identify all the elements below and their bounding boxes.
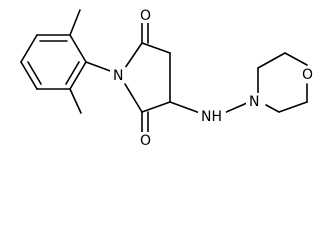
atom-background bbox=[110, 67, 126, 83]
double-bond-inner bbox=[65, 61, 80, 85]
bond bbox=[284, 52, 308, 66]
bond bbox=[69, 61, 87, 90]
bond bbox=[20, 61, 38, 90]
atom-background bbox=[299, 66, 315, 82]
bond-c3-nh bbox=[169, 101, 201, 114]
atom-background bbox=[198, 108, 226, 124]
succinimide-ring bbox=[124, 42, 171, 113]
bond-nh-n bbox=[223, 102, 248, 114]
bond bbox=[141, 42, 171, 54]
atom-o-top: O bbox=[140, 8, 151, 24]
atom-n-imide: N bbox=[113, 68, 123, 84]
methyl-bottom bbox=[69, 88, 82, 114]
bond bbox=[141, 101, 171, 113]
atom-background bbox=[246, 93, 262, 109]
bond bbox=[278, 101, 308, 113]
atom-n-morpholine: N bbox=[249, 94, 259, 110]
atom-o-morpholine: O bbox=[302, 67, 313, 83]
methyl-top bbox=[69, 9, 81, 36]
atom-nh: NH bbox=[201, 109, 222, 125]
atom-o-bottom: O bbox=[140, 133, 151, 149]
double-bond-inner bbox=[27, 61, 42, 85]
morpholine-ring bbox=[257, 52, 308, 113]
atom-background bbox=[137, 132, 153, 148]
benzene-ring bbox=[20, 34, 87, 90]
bond bbox=[124, 42, 143, 69]
molecule-structure: O N O NH N O bbox=[20, 7, 315, 149]
bond bbox=[257, 52, 286, 69]
bond bbox=[124, 83, 143, 113]
bond bbox=[69, 34, 87, 63]
bond bbox=[20, 34, 38, 63]
bond-aryl-n bbox=[85, 61, 114, 73]
atom-background bbox=[137, 7, 153, 23]
bond bbox=[265, 104, 280, 113]
